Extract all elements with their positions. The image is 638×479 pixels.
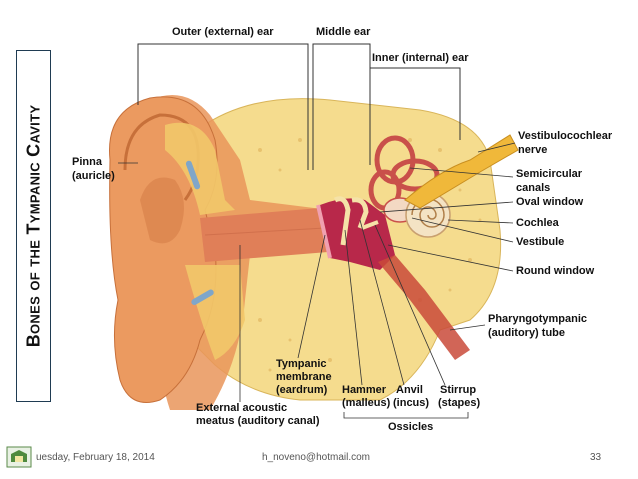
cartilage-lower bbox=[185, 265, 245, 360]
footer-date: uesday, February 18, 2014 bbox=[36, 452, 155, 463]
pinna-concha bbox=[140, 177, 184, 244]
label-stapes: (stapes) bbox=[438, 397, 481, 409]
logo-icon bbox=[4, 444, 34, 470]
incus bbox=[351, 197, 369, 229]
label-tympanic: Tympanic bbox=[276, 358, 327, 370]
label-stirrup: Stirrup bbox=[440, 384, 477, 396]
label-inner-ear: Inner (internal) ear bbox=[372, 52, 469, 64]
label-pinna: Pinna bbox=[72, 156, 102, 168]
tympanic-membrane bbox=[316, 204, 332, 259]
label-pharyngotympanic: Pharyngotympanic bbox=[488, 313, 588, 325]
pharyngotympanic-tube bbox=[378, 255, 470, 360]
tympanic-cavity bbox=[320, 198, 395, 270]
label-canals: canals bbox=[516, 182, 551, 194]
auditory-canal bbox=[200, 208, 328, 262]
slide-title: Bones of the Tympanic Cavity bbox=[23, 104, 43, 348]
stapes bbox=[361, 220, 379, 230]
label-auditory-tube: (auditory) tube bbox=[488, 327, 565, 339]
label-middle-ear: Middle ear bbox=[316, 26, 371, 38]
label-auricle: (auricle) bbox=[72, 170, 115, 182]
outer-ear-bracket bbox=[137, 43, 309, 170]
label-nerve: nerve bbox=[518, 144, 548, 156]
label-round-window: Round window bbox=[516, 265, 595, 277]
malleus bbox=[333, 196, 351, 246]
middle-ear-bracket bbox=[312, 43, 371, 170]
label-vestibule: Vestibule bbox=[516, 236, 565, 248]
vestibulocochlear-nerve bbox=[404, 134, 519, 209]
label-incus: (incus) bbox=[393, 397, 430, 409]
label-oval-window: Oval window bbox=[516, 196, 584, 208]
label-hammer: Hammer bbox=[342, 384, 387, 396]
label-vestibulocochlear: Vestibulocochlear bbox=[518, 130, 613, 142]
label-external-acoustic: External acoustic bbox=[196, 402, 288, 414]
cartilage bbox=[165, 122, 235, 215]
label-semicircular: Semicircular bbox=[516, 168, 583, 180]
label-outer-ear: Outer (external) ear bbox=[172, 26, 274, 38]
title-box: Bones of the Tympanic Cavity bbox=[16, 50, 51, 402]
label-ossicles: Ossicles bbox=[388, 421, 434, 433]
label-malleus: (malleus) bbox=[342, 397, 391, 409]
label-cochlea: Cochlea bbox=[516, 217, 559, 229]
label-anvil: Anvil bbox=[396, 384, 423, 396]
inner-ear-bracket bbox=[370, 67, 461, 140]
label-meatus: meatus (auditory canal) bbox=[196, 415, 320, 427]
footer-page-number: 33 bbox=[590, 452, 602, 463]
footer-email: h_noveno@hotmail.com bbox=[262, 452, 370, 463]
label-eardrum: (eardrum) bbox=[276, 384, 328, 396]
label-membrane: membrane bbox=[276, 371, 332, 383]
